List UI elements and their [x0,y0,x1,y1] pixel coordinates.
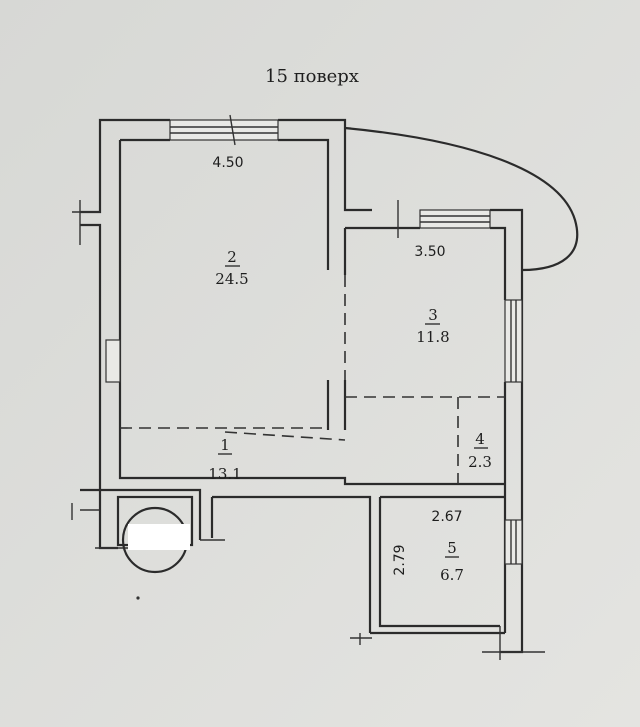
balcony-arc [344,126,579,272]
floor-title: 15 поверх [265,66,359,87]
room-number: 3 [428,306,438,324]
room-5-height: 2.79 [392,544,408,575]
room-number: 2 [227,248,237,266]
room-label-5: 5 6.7 [440,539,464,584]
room-number: 4 [475,430,485,448]
room-area: 24.5 [215,270,248,288]
room-area: 13.1 [208,465,241,483]
room-label-4: 4 2.3 [468,430,492,471]
room-3-width: 3.50 [414,244,445,260]
room-label-3: 3 11.8 [416,306,449,346]
walls [71,118,545,660]
room-number: 1 [220,436,230,454]
room-area: 2.3 [468,453,492,471]
room-label-1: 1 13.1 [208,436,241,483]
room-area: 11.8 [416,328,449,346]
partitions [120,275,505,484]
windows [105,114,523,565]
room-2-width: 4.50 [212,155,243,171]
room-5-width: 2.67 [431,509,462,525]
room-number: 5 [447,539,457,557]
redacted-patch [128,524,190,550]
room-area: 6.7 [440,566,464,584]
room-label-2: 2 24.5 [215,248,248,288]
